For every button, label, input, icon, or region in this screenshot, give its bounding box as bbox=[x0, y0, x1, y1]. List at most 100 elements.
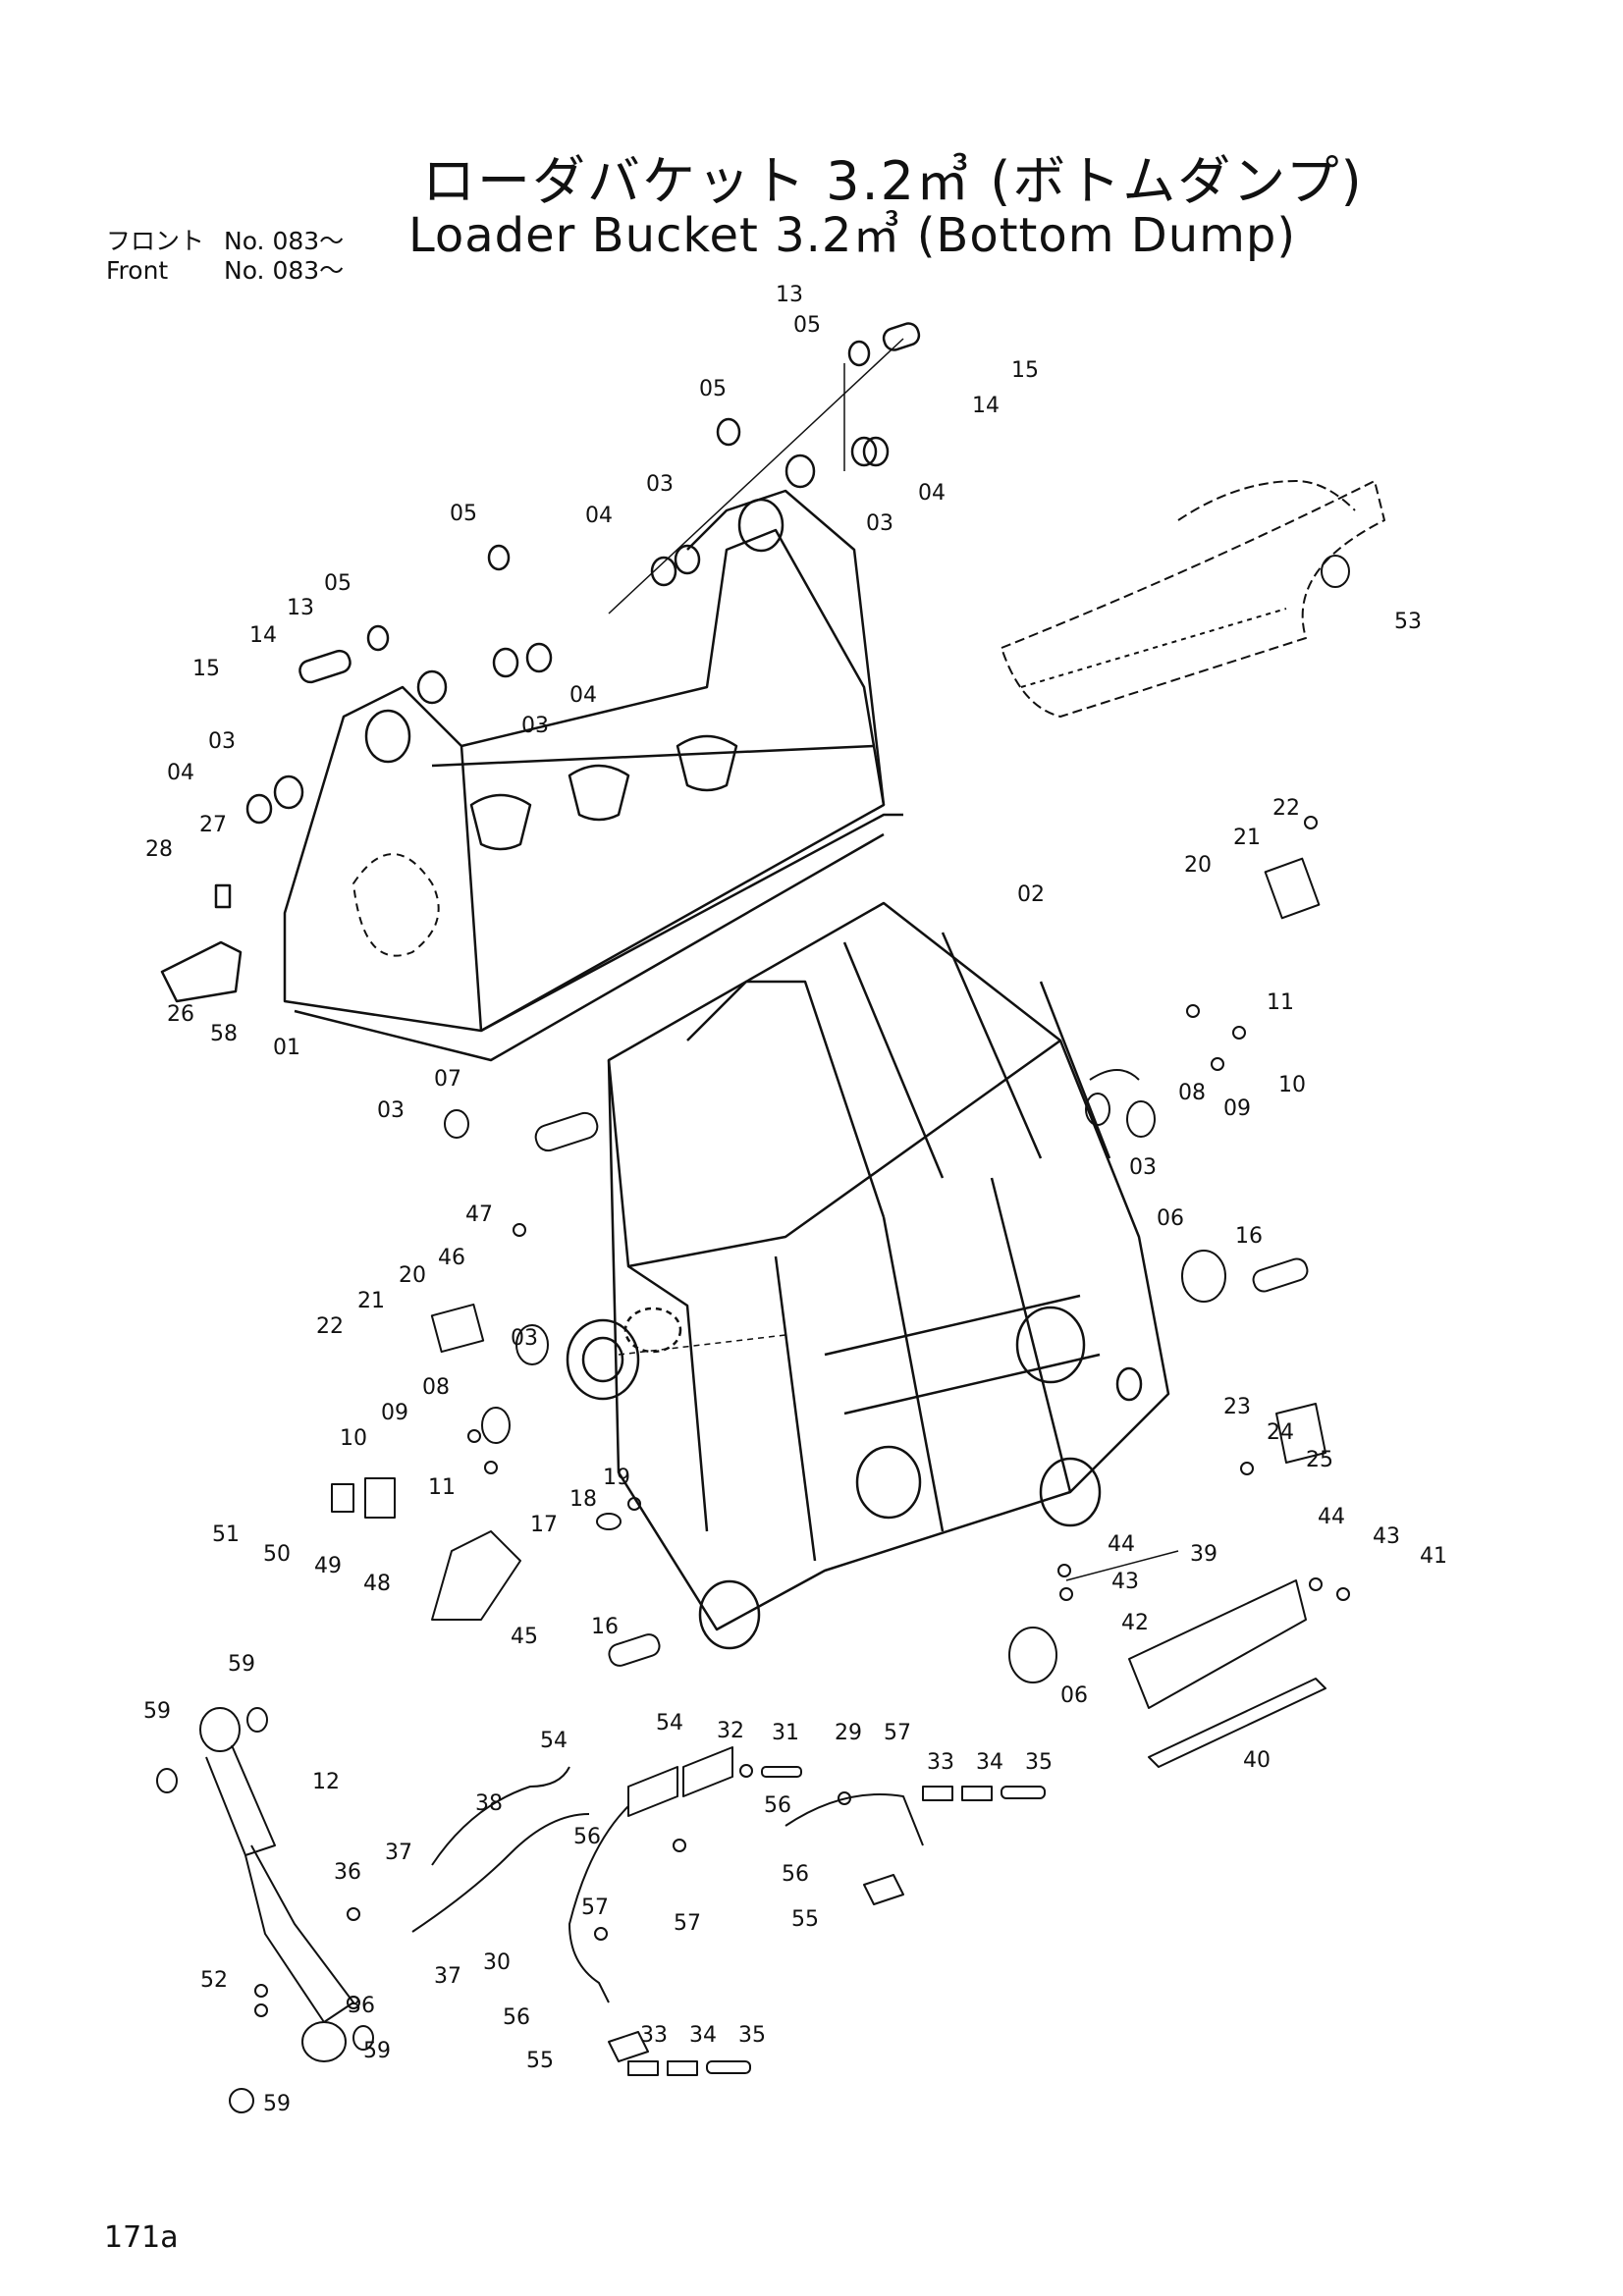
part-callout-09: 09 bbox=[381, 1401, 408, 1425]
part-callout-08: 08 bbox=[1178, 1081, 1206, 1105]
part-callout-14: 14 bbox=[249, 623, 277, 648]
part-callout-37: 37 bbox=[434, 1964, 461, 1989]
part-callout-20: 20 bbox=[1184, 853, 1212, 878]
part-callout-35: 35 bbox=[1025, 1750, 1053, 1775]
part-callout-49: 49 bbox=[314, 1554, 342, 1578]
part-callout-57: 57 bbox=[581, 1896, 609, 1920]
part-callout-27: 27 bbox=[199, 813, 227, 837]
part-callout-10: 10 bbox=[1278, 1073, 1306, 1097]
part-callout-51: 51 bbox=[212, 1522, 240, 1547]
front-label-en: Front bbox=[106, 256, 169, 285]
part-callout-03: 03 bbox=[208, 729, 236, 754]
part-callout-12: 12 bbox=[312, 1770, 340, 1794]
part-callout-40: 40 bbox=[1243, 1748, 1271, 1773]
part-callout-28: 28 bbox=[145, 837, 173, 862]
part-callout-01: 01 bbox=[273, 1036, 300, 1060]
part-callout-05: 05 bbox=[793, 313, 821, 338]
part-callout-31: 31 bbox=[772, 1721, 799, 1745]
part-callout-55: 55 bbox=[791, 1907, 819, 1932]
part-callout-59: 59 bbox=[228, 1652, 255, 1677]
part-callout-55: 55 bbox=[526, 2049, 554, 2073]
part-callout-42: 42 bbox=[1121, 1611, 1149, 1635]
part-callout-33: 33 bbox=[640, 2023, 668, 2048]
part-callout-36: 36 bbox=[334, 1860, 361, 1885]
part-callout-34: 34 bbox=[976, 1750, 1003, 1775]
part-callout-23: 23 bbox=[1223, 1395, 1251, 1419]
part-callout-33: 33 bbox=[927, 1750, 954, 1775]
part-callout-41: 41 bbox=[1420, 1544, 1447, 1569]
part-callout-54: 54 bbox=[540, 1729, 568, 1753]
part-callout-03: 03 bbox=[521, 714, 549, 738]
part-callout-44: 44 bbox=[1318, 1505, 1345, 1529]
part-callout-43: 43 bbox=[1111, 1570, 1139, 1594]
part-callout-11: 11 bbox=[1267, 990, 1294, 1015]
part-callout-36: 36 bbox=[348, 1994, 375, 2018]
part-callout-26: 26 bbox=[167, 1002, 194, 1027]
part-callout-19: 19 bbox=[603, 1466, 630, 1490]
part-callout-56: 56 bbox=[503, 2005, 530, 2030]
part-callout-59: 59 bbox=[143, 1699, 171, 1724]
part-callout-18: 18 bbox=[569, 1487, 597, 1512]
part-callout-30: 30 bbox=[483, 1950, 511, 1975]
part-callout-22: 22 bbox=[316, 1314, 344, 1339]
front-label-jp: フロント bbox=[106, 227, 205, 255]
part-callout-14: 14 bbox=[972, 394, 1000, 418]
part-callout-53: 53 bbox=[1394, 610, 1422, 634]
part-callout-15: 15 bbox=[192, 657, 220, 681]
part-callout-56: 56 bbox=[573, 1825, 601, 1849]
part-callout-32: 32 bbox=[717, 1719, 744, 1743]
part-callout-04: 04 bbox=[167, 761, 194, 785]
part-callout-44: 44 bbox=[1108, 1532, 1135, 1557]
part-callout-13: 13 bbox=[776, 283, 803, 307]
part-callout-11: 11 bbox=[428, 1475, 456, 1500]
part-callout-58: 58 bbox=[210, 1022, 238, 1046]
upper-pins-and-bushings bbox=[160, 322, 921, 1003]
main-bucket-body bbox=[566, 901, 1170, 1650]
part-callout-03: 03 bbox=[1129, 1155, 1157, 1180]
front-number-jp: フロント No. 083～ bbox=[106, 222, 344, 257]
part-callout-38: 38 bbox=[475, 1791, 503, 1816]
part-callout-04: 04 bbox=[918, 481, 946, 506]
part-callout-34: 34 bbox=[689, 2023, 717, 2048]
part-callout-56: 56 bbox=[764, 1793, 791, 1818]
part-callout-54: 54 bbox=[656, 1711, 683, 1735]
part-callout-57: 57 bbox=[884, 1721, 911, 1745]
callout-labels: 1305151405040303040505131415040303042728… bbox=[143, 283, 1447, 2116]
part-callout-16: 16 bbox=[591, 1615, 619, 1639]
part-callout-13: 13 bbox=[287, 596, 314, 620]
part-callout-56: 56 bbox=[782, 1862, 809, 1887]
part-callout-03: 03 bbox=[646, 472, 674, 497]
front-number-en: Front No. 083～ bbox=[106, 251, 344, 287]
part-callout-45: 45 bbox=[511, 1625, 538, 1649]
part-callout-06: 06 bbox=[1157, 1206, 1184, 1231]
part-callout-43: 43 bbox=[1373, 1524, 1400, 1549]
part-callout-24: 24 bbox=[1267, 1420, 1294, 1445]
part-callout-46: 46 bbox=[438, 1246, 465, 1270]
part-callout-20: 20 bbox=[399, 1263, 426, 1288]
part-callout-59: 59 bbox=[363, 2039, 391, 2063]
part-callout-16: 16 bbox=[1235, 1224, 1263, 1249]
part-callout-06: 06 bbox=[1060, 1683, 1088, 1708]
part-callout-04: 04 bbox=[585, 504, 613, 528]
part-callout-03: 03 bbox=[866, 511, 893, 536]
part-callout-21: 21 bbox=[1233, 826, 1261, 850]
front-no-jp: No. 083～ bbox=[224, 227, 345, 255]
part-callout-35: 35 bbox=[738, 2023, 766, 2048]
diagram-linework bbox=[156, 322, 1385, 2113]
part-callout-10: 10 bbox=[340, 1426, 367, 1451]
title-japanese: ローダバケット 3.2㎥ (ボトムダンプ) bbox=[422, 150, 1364, 212]
part-callout-05: 05 bbox=[699, 377, 727, 401]
part-callout-07: 07 bbox=[434, 1067, 461, 1092]
part-callout-08: 08 bbox=[422, 1375, 450, 1400]
page-number: 171a bbox=[104, 2220, 179, 2255]
part-callout-48: 48 bbox=[363, 1572, 391, 1596]
part-callout-52: 52 bbox=[200, 1968, 228, 1993]
part-callout-04: 04 bbox=[569, 683, 597, 708]
front-no-en: No. 083～ bbox=[224, 256, 345, 285]
part-callout-39: 39 bbox=[1190, 1542, 1217, 1567]
part-callout-50: 50 bbox=[263, 1542, 291, 1567]
part-callout-47: 47 bbox=[465, 1202, 493, 1227]
part-callout-15: 15 bbox=[1011, 358, 1039, 383]
title-english: Loader Bucket 3.2㎥ (Bottom Dump) bbox=[408, 208, 1297, 263]
part-callout-22: 22 bbox=[1272, 796, 1300, 821]
